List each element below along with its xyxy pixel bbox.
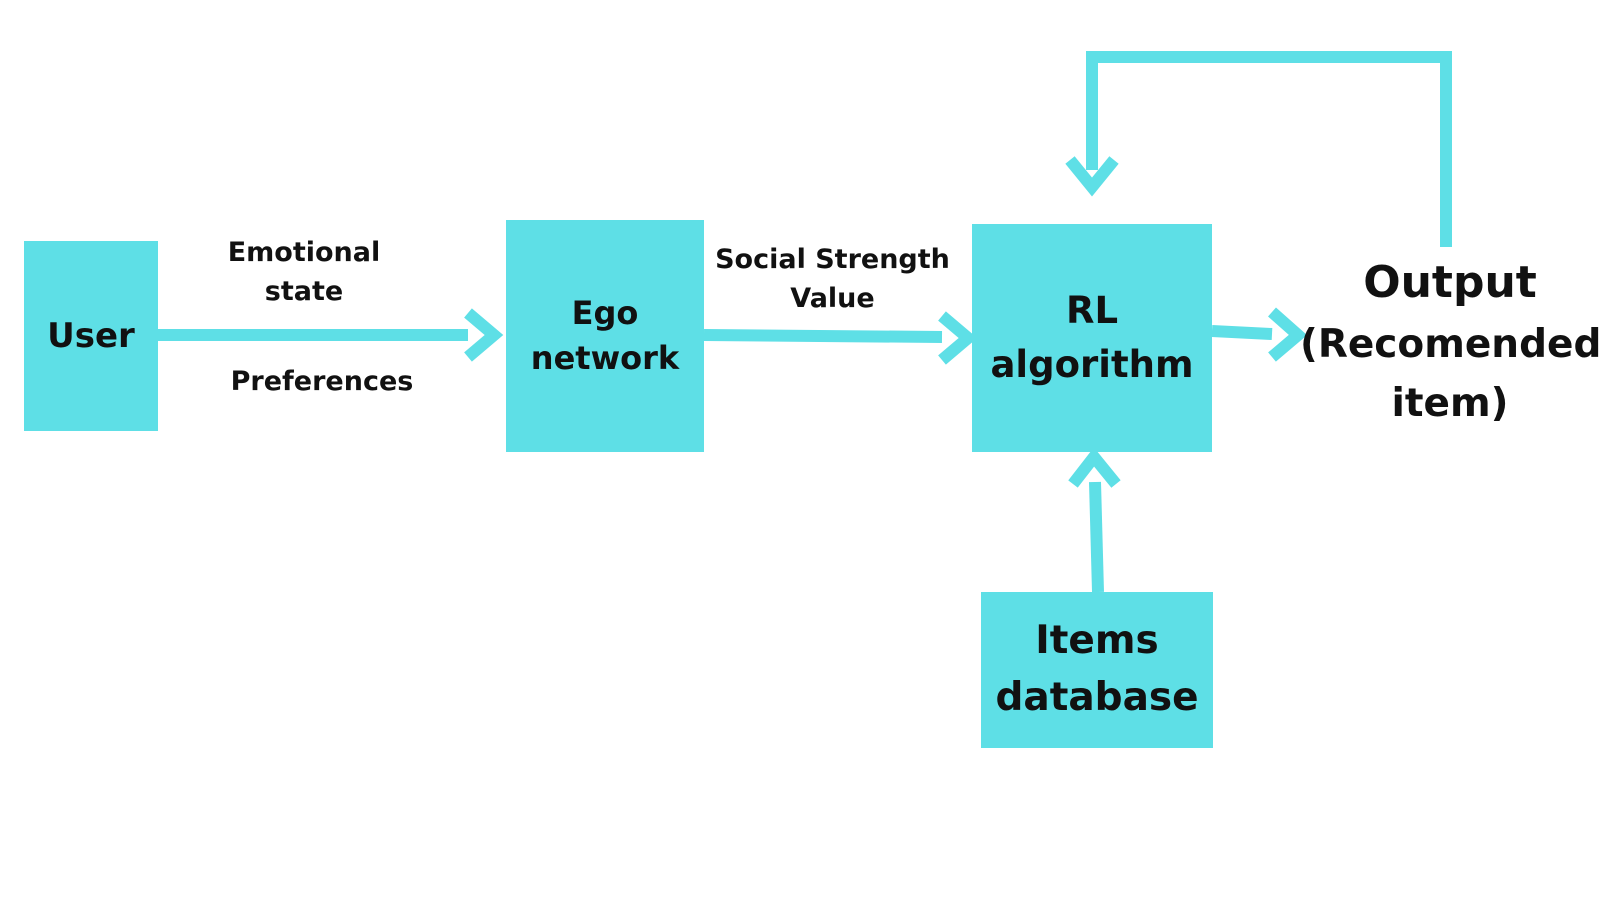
items-database-node-label-line2: database — [995, 675, 1199, 720]
edge-label-emotional-state-line1: Emotional — [227, 237, 381, 268]
arrow-rl-algorithm-to-output — [1211, 325, 1273, 340]
output-node: Output (Recomended item) — [1300, 250, 1600, 433]
arrowhead-rl-algorithm-to-output — [1268, 307, 1308, 362]
edge-label-social-strength-value-line1: Social Strength — [715, 244, 950, 275]
ego-network-node-label-line2: network — [530, 339, 680, 377]
arrowhead-feedback-loop — [1065, 156, 1119, 197]
output-node-subtitle-line1: (Recomended — [1300, 322, 1600, 367]
user-node: User — [24, 241, 158, 431]
output-node-subtitle-line2: item) — [1391, 380, 1509, 426]
arrow-items-database-to-rl-algorithm — [1089, 481, 1104, 593]
rl-algorithm-node-label-line2: algorithm — [990, 343, 1194, 386]
edge-label-emotional-state: Emotional state — [204, 233, 404, 311]
edge-label-social-strength-value: Social Strength Value — [705, 240, 960, 318]
items-database-node: Items database — [981, 592, 1213, 748]
output-node-title: Output — [1363, 257, 1537, 308]
arrowhead-user-to-ego-network — [464, 308, 504, 362]
edge-label-social-strength-value-line2: Value — [790, 283, 875, 315]
items-database-node-label-line1: Items — [1035, 618, 1159, 664]
arrow-ego-network-to-rl-algorithm — [703, 329, 943, 343]
arrowhead-items-database-to-rl-algorithm — [1068, 447, 1121, 488]
ego-network-node-label-line1: Ego — [571, 294, 639, 333]
edge-label-preferences: Preferences — [212, 362, 432, 401]
edge-label-emotional-state-line2: state — [264, 276, 344, 308]
edge-label-preferences-text: Preferences — [230, 366, 414, 397]
user-node-label: User — [47, 315, 135, 356]
ego-network-node: Ego network — [506, 220, 704, 452]
feedback-loop-output-to-rl-algorithm — [1086, 51, 1452, 247]
rl-algorithm-node: RL algorithm — [972, 224, 1212, 452]
arrowhead-ego-network-to-rl-algorithm — [938, 311, 978, 365]
rl-algorithm-node-label-line1: RL — [1065, 289, 1119, 333]
